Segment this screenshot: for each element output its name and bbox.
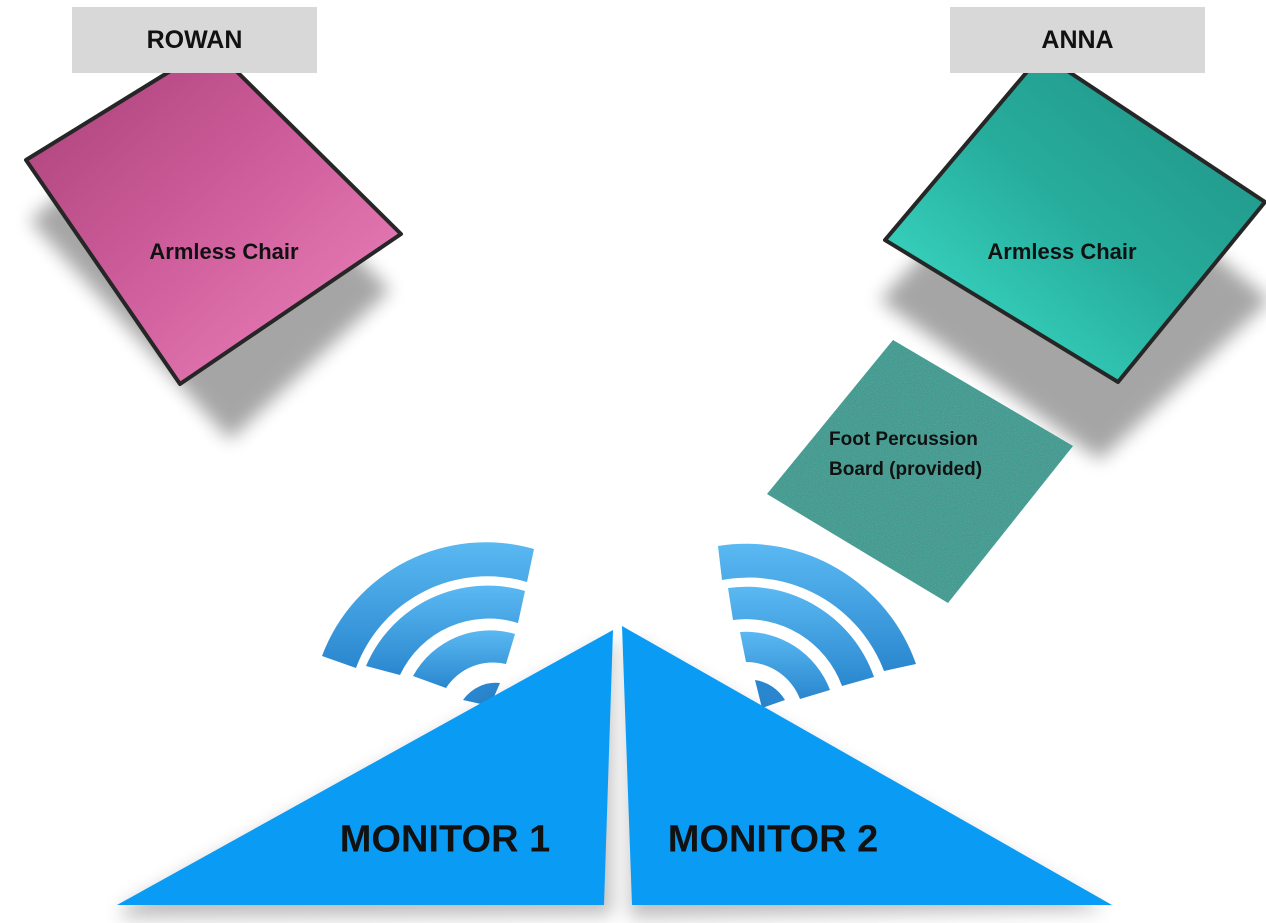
monitor-2-label: MONITOR 2	[667, 818, 879, 861]
wave-right-middle	[728, 586, 874, 686]
chair-anna-label: Armless Chair	[987, 239, 1137, 264]
foot-board-label: Foot Percussion Board (provided)	[829, 425, 982, 485]
name-tag-anna: ANNA	[950, 7, 1205, 73]
wave-right-inner	[740, 631, 830, 699]
wave-left-inner	[413, 630, 515, 688]
wave-left-outer	[322, 542, 534, 668]
wave-right-dot	[755, 680, 785, 708]
chair-rowan	[24, 44, 403, 440]
foot-percussion-board	[767, 340, 1073, 603]
chair-anna	[880, 52, 1266, 460]
chair-rowan-label: Armless Chair	[149, 239, 299, 264]
name-tag-rowan: ROWAN	[72, 7, 317, 73]
chair-anna-seat	[883, 52, 1266, 384]
foot-board-label-line1: Foot Percussion	[829, 429, 978, 450]
wave-left-middle	[366, 585, 525, 675]
foot-board-label-line2: Board (provided)	[829, 459, 983, 480]
monitor-2	[622, 626, 1112, 918]
chair-rowan-seat	[24, 44, 403, 386]
monitor-2-wedge	[622, 626, 1112, 905]
foot-board-surface	[767, 340, 1073, 603]
monitor-1	[117, 630, 613, 918]
name-tag-anna-text: ANNA	[1041, 25, 1114, 54]
monitor-1-label: MONITOR 1	[339, 818, 551, 861]
sound-waves-left-icon	[322, 542, 534, 706]
wave-right-outer	[718, 543, 916, 671]
sound-waves-right-icon	[718, 543, 916, 708]
name-tag-rowan-text: ROWAN	[146, 25, 243, 54]
monitor-1-wedge	[117, 630, 613, 905]
